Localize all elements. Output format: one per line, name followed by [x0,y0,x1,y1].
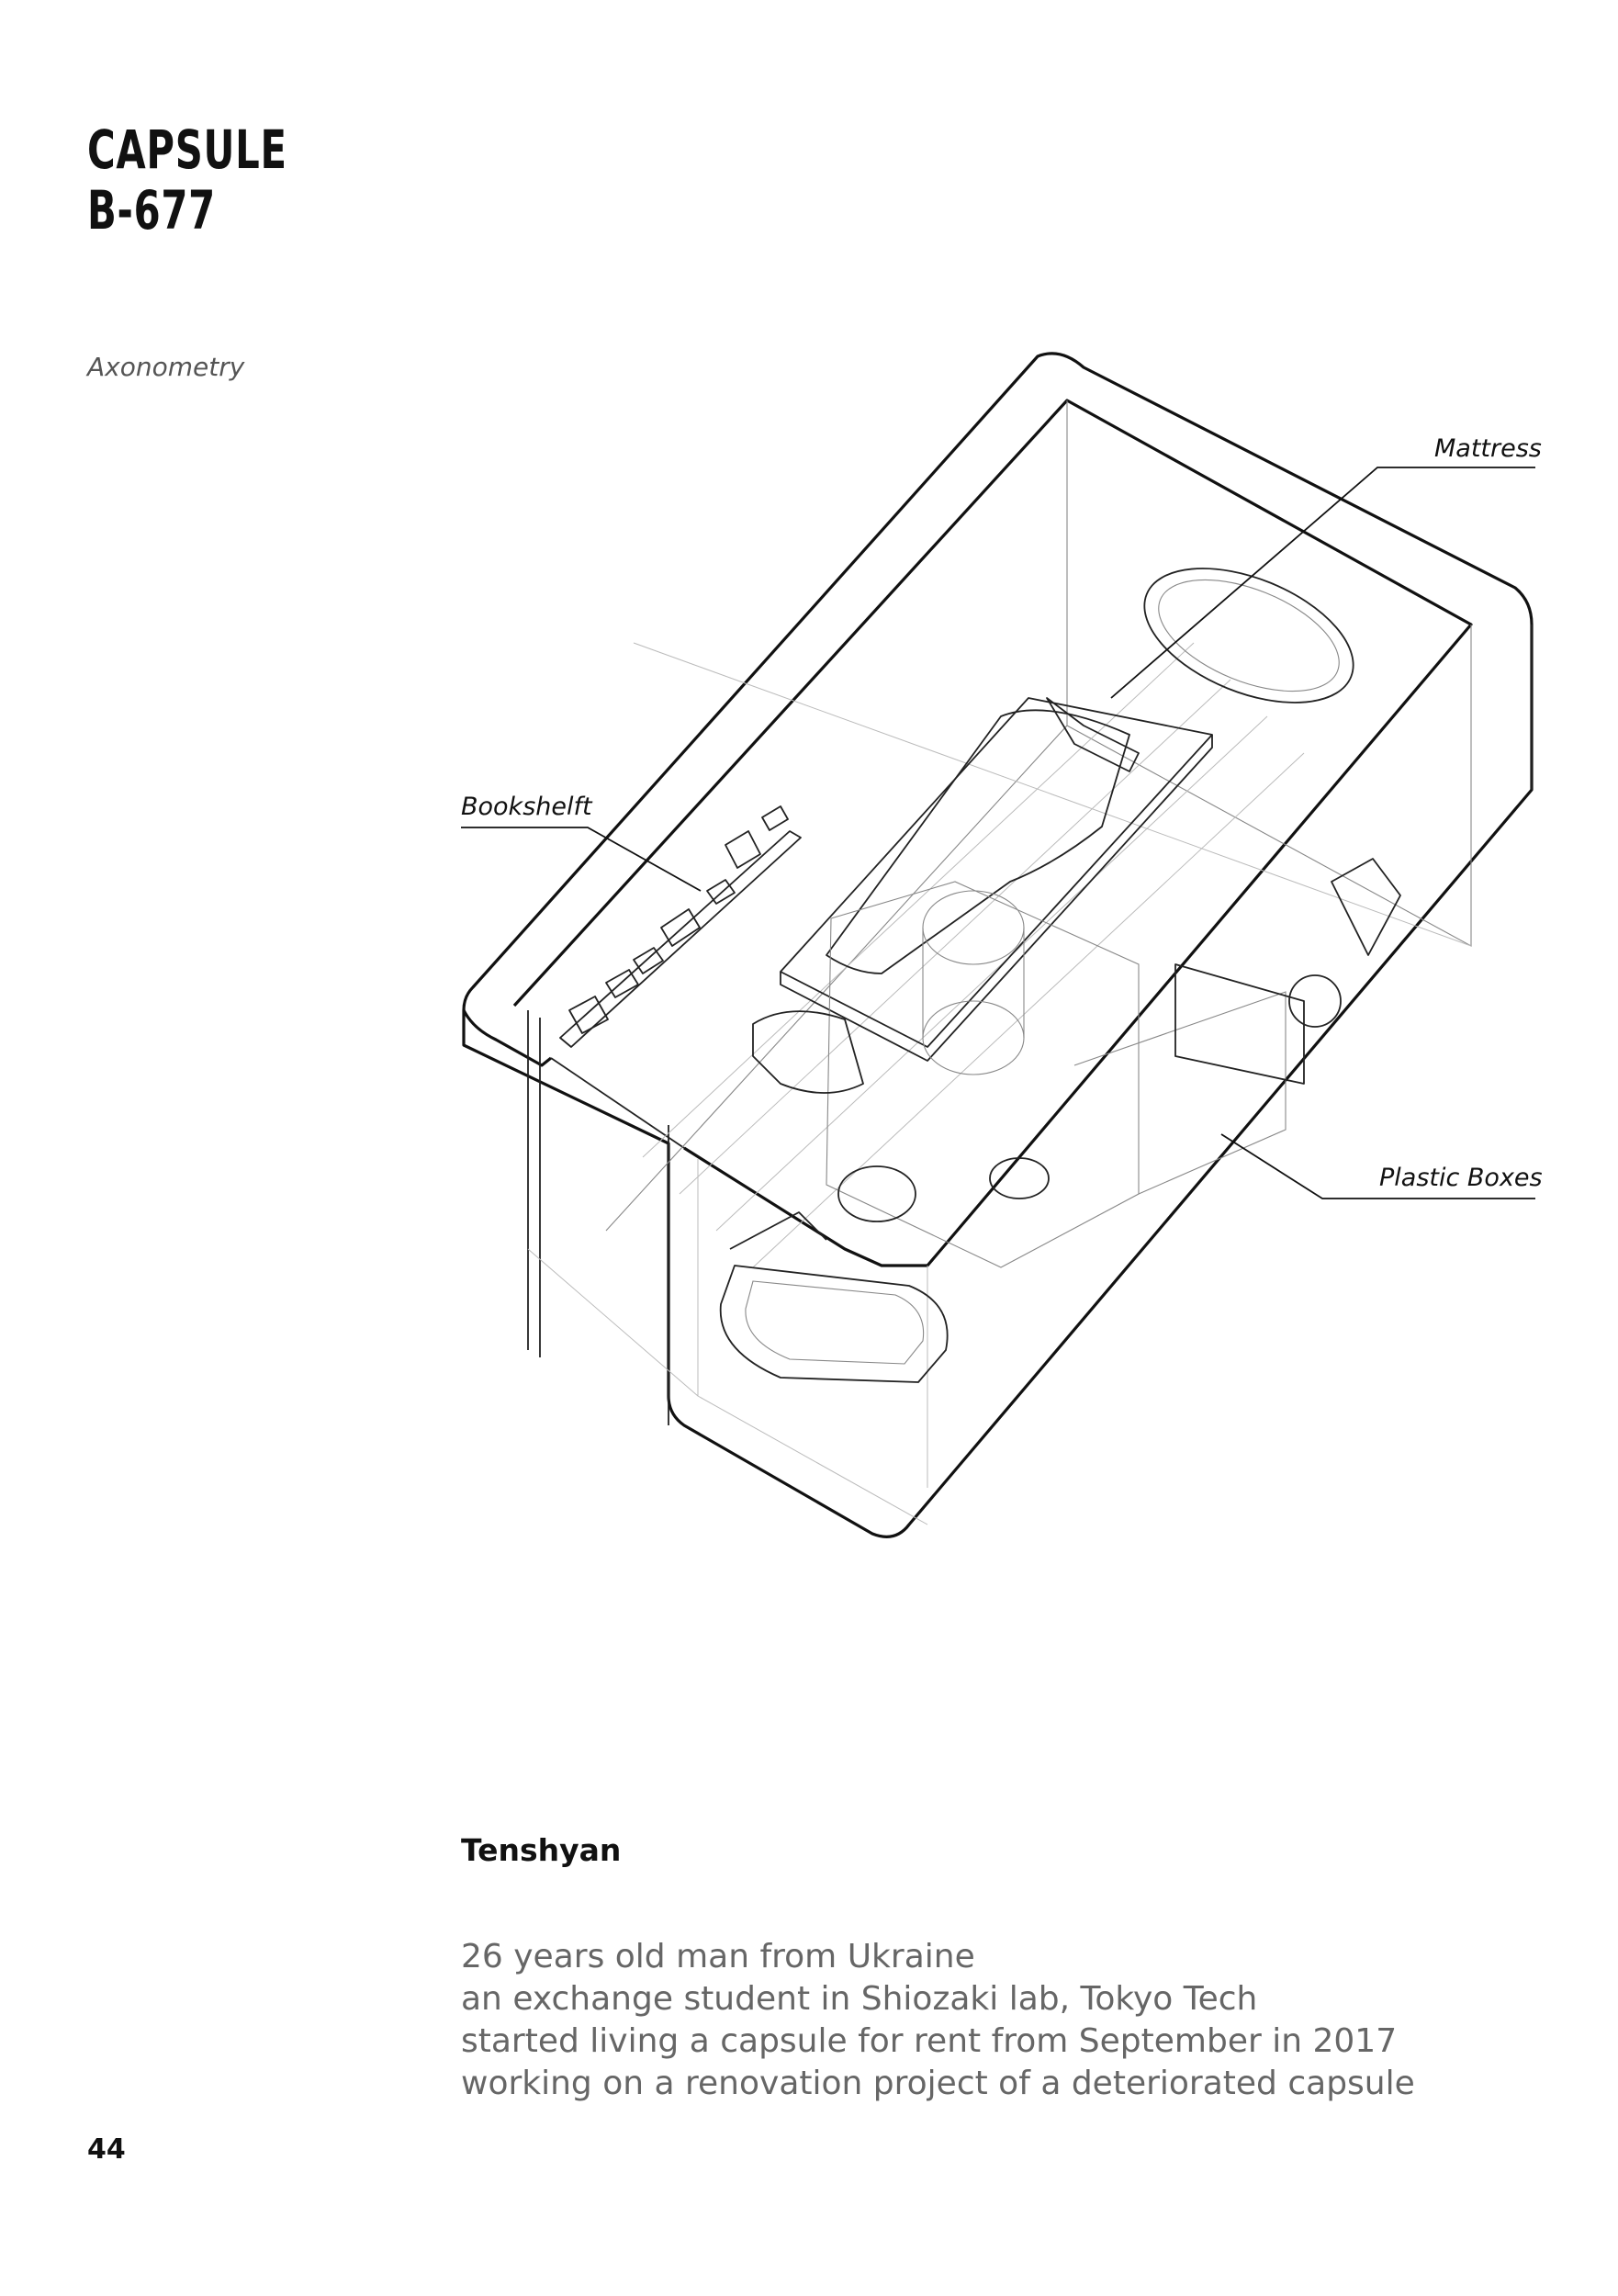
description-line: 26 years old man from Ukraine [461,1938,975,1975]
plastic-boxes-leader-line [1220,1133,1535,1199]
capsule-shell [462,352,1534,1538]
drawing-subtitle: Axonometry [87,352,245,382]
page-title: CAPSULE B-677 [87,119,287,241]
page-number: 44 [87,2133,126,2166]
label-plastic-boxes: Plastic Boxes [1379,1164,1543,1192]
description-line: working on a renovation project of a det… [461,2065,1415,2102]
description-line: an exchange student in Shiozaki lab, Tok… [461,1980,1258,2018]
bookshelf [559,805,802,1048]
title-line-2: B-677 [87,179,216,242]
mattress [780,697,1213,1062]
capsule-interior [527,400,1472,1525]
label-mattress: Mattress [1434,434,1542,463]
title-line-1: CAPSULE [87,118,287,181]
label-bookshelf: Bookshelft [461,793,592,821]
ceiling-lamp [1143,568,1354,703]
resident-name: Tenshyan [461,1832,622,1868]
bookshelf-leader-line [461,827,702,892]
sink-basin [719,1211,949,1383]
capsule-axonometry-drawing [461,352,1535,1538]
resident-description: 26 years old man from Ukraine an exchang… [461,1936,1415,2105]
description-line: started living a capsule for rent from S… [461,2022,1398,2060]
furniture [752,858,1401,1268]
mattress-leader-line [1110,467,1535,699]
